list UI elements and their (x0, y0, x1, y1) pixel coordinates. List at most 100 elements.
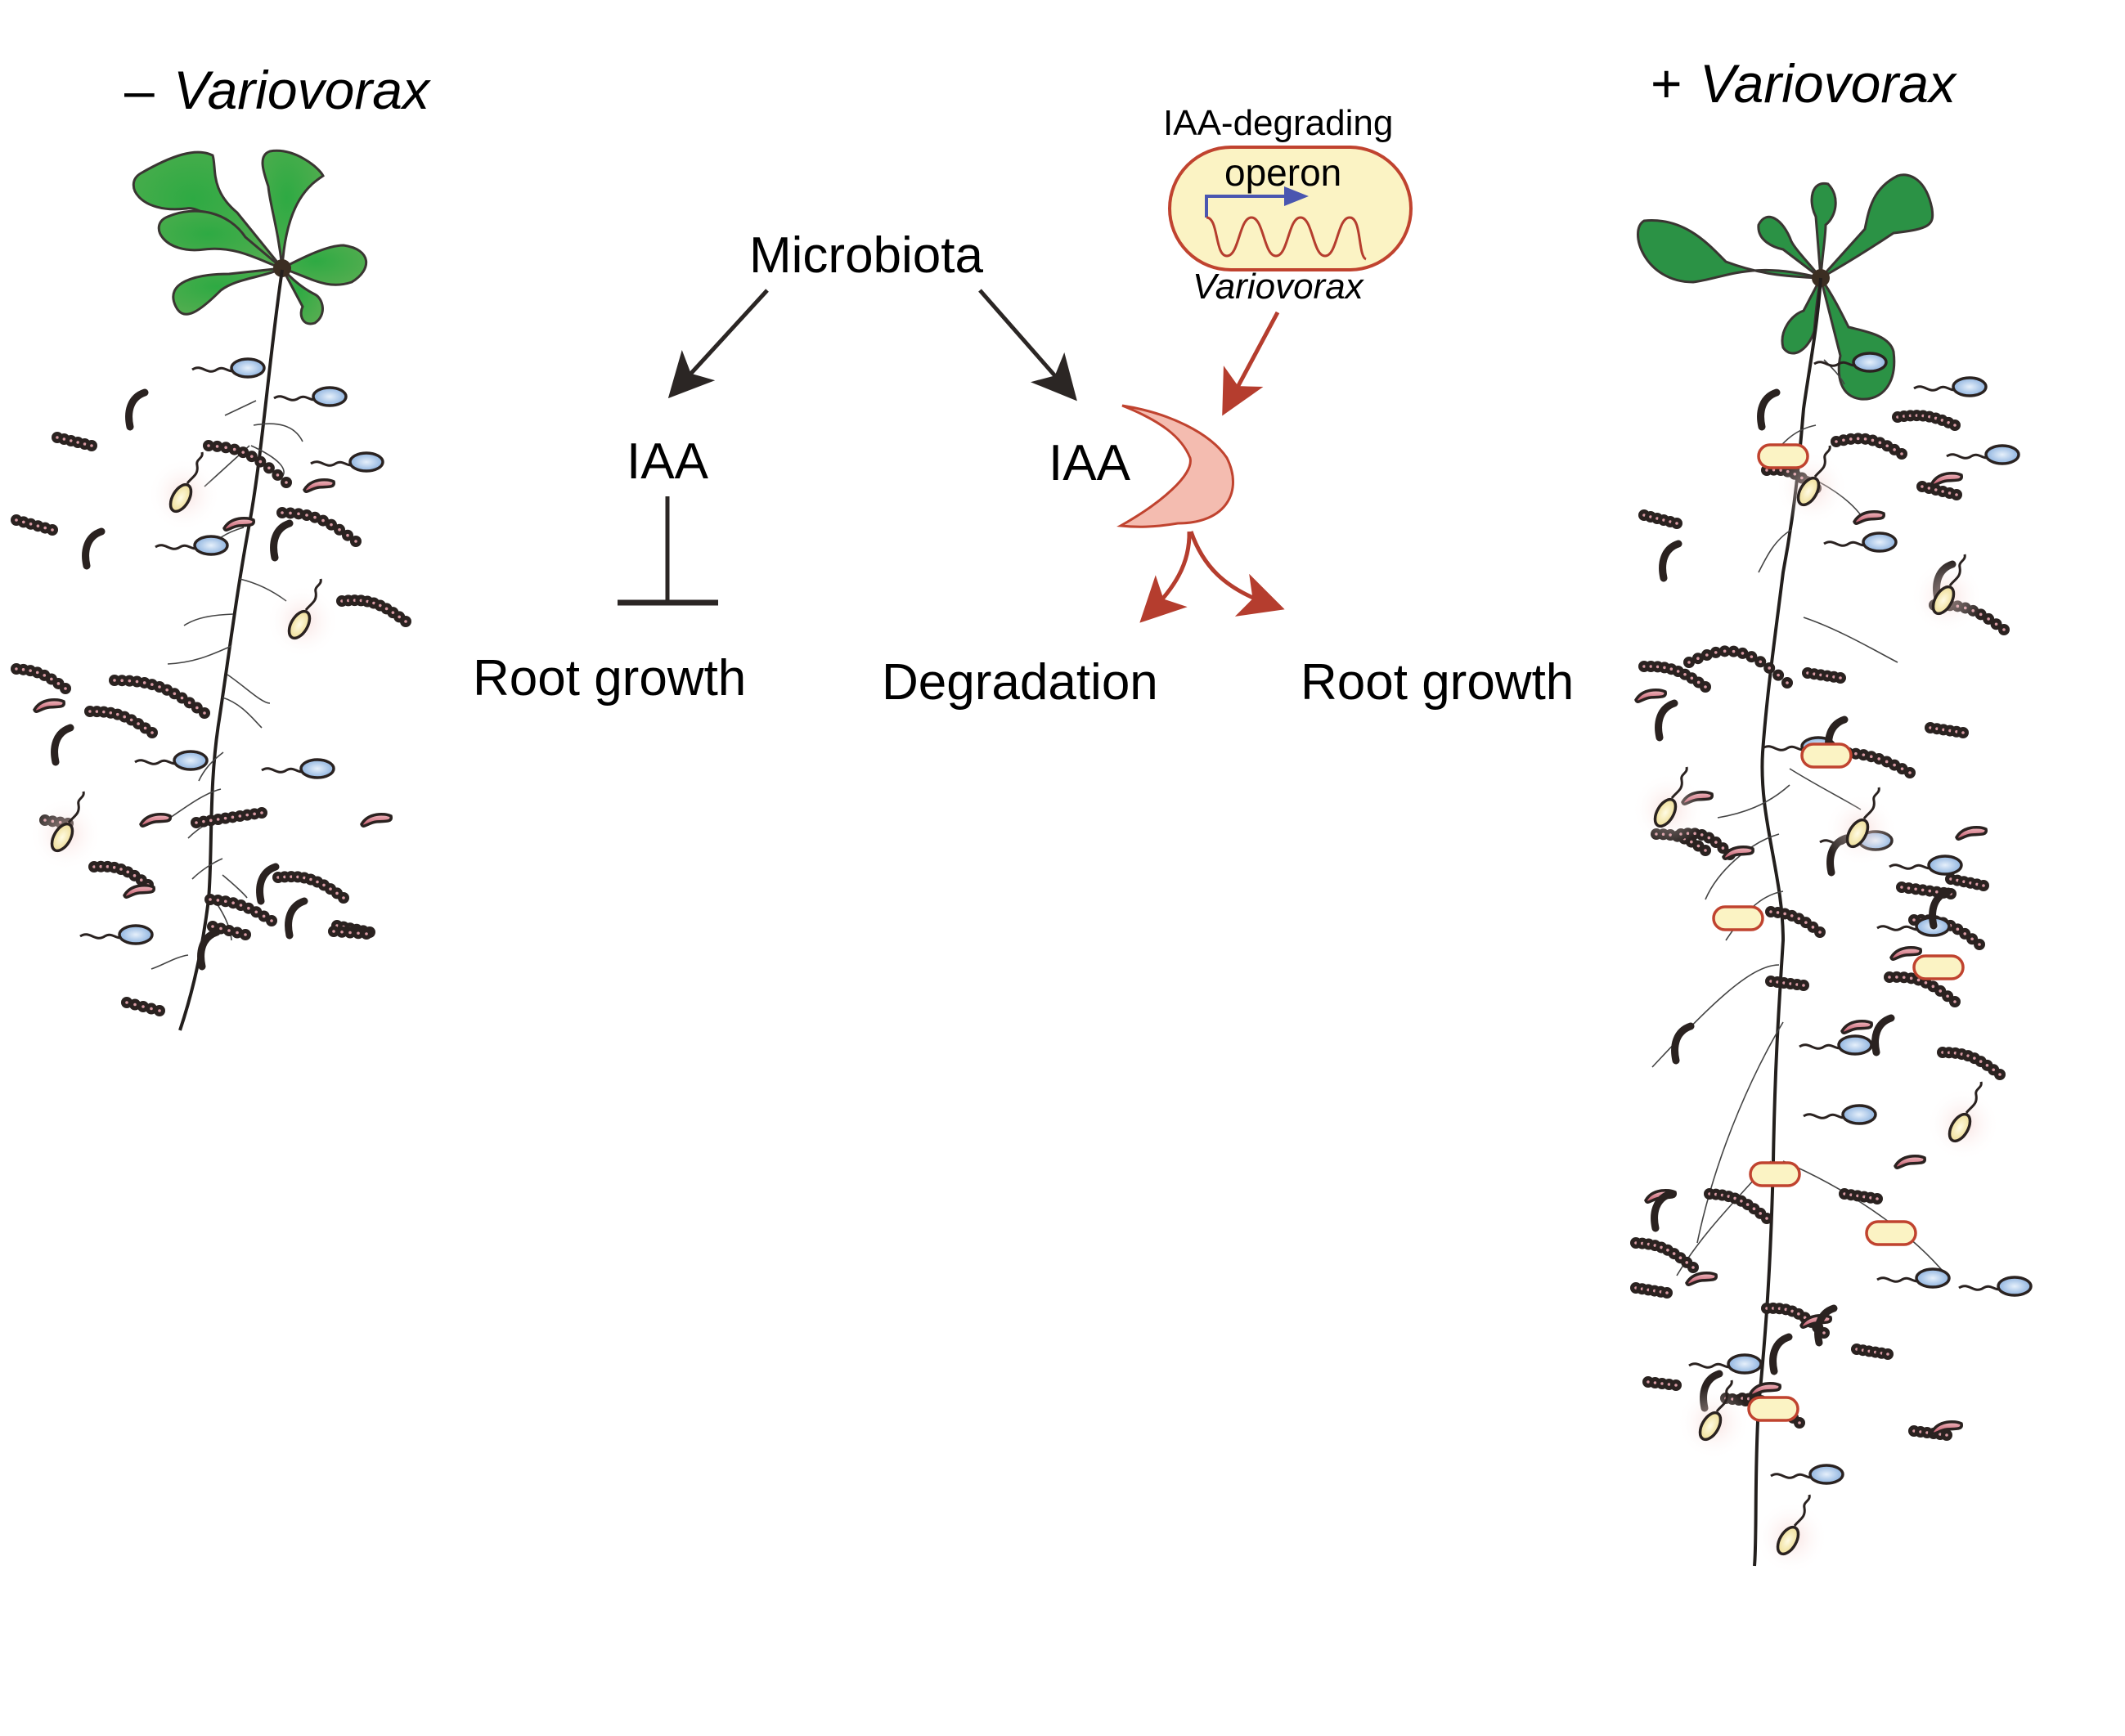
rod-bacterium-icon (123, 883, 155, 899)
chain-bacterium-icon (1630, 1282, 1673, 1299)
yellow-flagellate-icon (1910, 554, 1983, 634)
pathway-diagram: Microbiota IAA Root growth IAA Degradati… (473, 103, 1574, 711)
flagellated-bacterium-icon (1946, 444, 2020, 465)
variovorax-cell-icon (1912, 954, 1965, 980)
variovorax-cell-icon (1865, 1220, 1917, 1246)
chain-bacterium-icon (109, 675, 210, 719)
variovorax-cell-icon (1800, 742, 1853, 769)
chain-bacterium-icon (1765, 976, 1809, 991)
variovorax-species-label: Variovorax (1193, 267, 1365, 307)
chain-bacterium-icon (121, 997, 165, 1016)
flagellated-bacterium-icon (1823, 532, 1898, 553)
yellow-flagellate-icon (1824, 787, 1898, 867)
operon-gene-wave (1206, 216, 1368, 261)
vibrio-bacterium-icon (82, 527, 106, 570)
root-growth-inhibited-label: Root growth (473, 650, 746, 707)
flagellated-bacterium-icon (1958, 1276, 2033, 1297)
rod-bacterium-icon (1889, 945, 1922, 961)
iaa-right-label: IAA (1049, 435, 1131, 491)
rod-bacterium-icon (1894, 1154, 1926, 1169)
arrow-microbiota-to-iaa-left (667, 289, 769, 399)
yellow-flagellate-icon (1632, 766, 1705, 846)
degradation-label: Degradation (882, 654, 1158, 711)
rod-bacterium-icon (1685, 1271, 1718, 1286)
chain-bacterium-icon (1638, 661, 1711, 693)
flagellated-bacterium-icon (1770, 1464, 1844, 1485)
vibrio-bacterium-icon (1659, 540, 1682, 582)
yellow-flagellate-icon (1754, 1494, 1828, 1574)
rod-bacterium-icon (1749, 1381, 1781, 1397)
chain-bacterium-icon (1802, 667, 1846, 684)
chain-bacterium-icon (1839, 1188, 1883, 1204)
inhibition-bar-icon (618, 496, 718, 606)
vibrio-bacterium-icon (197, 928, 221, 971)
vibrio-bacterium-icon (1651, 1190, 1674, 1232)
chain-bacterium-icon (1630, 1237, 1699, 1273)
right-panel-title: + Variovorax (1651, 53, 1957, 114)
flagellated-bacterium-icon (1813, 352, 1888, 373)
vibrio-bacterium-icon (51, 724, 74, 766)
left-seedling (132, 149, 367, 1031)
right-rosette-icon (1637, 173, 1934, 401)
variovorax-cell-icon (1757, 443, 1809, 469)
rod-bacterium-icon (139, 812, 172, 828)
vibrio-bacterium-icon (256, 863, 280, 905)
rod-bacterium-icon (1840, 1019, 1873, 1034)
rod-bacterium-icon (303, 478, 335, 493)
flagellated-bacterium-icon (191, 357, 266, 379)
flagellated-bacterium-icon (79, 924, 154, 945)
chain-bacterium-icon (1765, 906, 1826, 938)
left-microbiota (11, 357, 411, 1016)
flagellated-bacterium-icon (1688, 1353, 1763, 1375)
vibrio-bacterium-icon (1655, 699, 1678, 742)
yellow-flagellate-icon (29, 791, 102, 871)
vibrio-bacterium-icon (1929, 887, 1952, 930)
chain-bacterium-icon (191, 807, 267, 828)
yellow-flagellate-icon (1775, 445, 1849, 525)
vibrio-bacterium-icon (270, 519, 294, 562)
promoter-arrow-icon (1205, 186, 1309, 218)
flagellated-bacterium-icon (1799, 1034, 1873, 1056)
iaa-degrading-enzyme-icon (1116, 404, 1234, 528)
flagellated-bacterium-icon (134, 750, 209, 771)
variovorax-cell-icon (1749, 1161, 1801, 1187)
chain-bacterium-icon (52, 432, 97, 451)
arrow-to-degradation (1139, 531, 1192, 623)
chain-bacterium-icon (1925, 722, 1969, 738)
variovorax-cell-icon (1747, 1396, 1799, 1422)
vibrio-bacterium-icon (1769, 1333, 1793, 1375)
variovorax-cell-icon (1712, 905, 1764, 931)
right-panel-sign: + (1651, 53, 1682, 114)
variovorax-cell-icon: operon (1168, 146, 1413, 271)
flagellated-bacterium-icon (1889, 855, 1963, 876)
flagellated-bacterium-icon (1803, 1104, 1877, 1125)
rod-bacterium-icon (1853, 509, 1885, 525)
vibrio-bacterium-icon (1871, 1014, 1895, 1056)
chain-bacterium-icon (1884, 971, 1961, 1007)
yellow-flagellate-icon (147, 451, 221, 532)
rod-bacterium-icon (360, 812, 393, 828)
yellow-flagellate-icon (1677, 1379, 1750, 1460)
chain-bacterium-icon (84, 706, 158, 738)
rod-bacterium-icon (1634, 688, 1667, 703)
chain-bacterium-icon (336, 594, 411, 627)
chain-bacterium-icon (1683, 645, 1793, 689)
right-microbiota (1630, 352, 2033, 1574)
chain-bacterium-icon (1896, 881, 1957, 899)
right-panel-organism: Variovorax (1700, 53, 1957, 114)
chain-bacterium-icon (204, 894, 277, 926)
vibrio-bacterium-icon (1814, 1304, 1838, 1347)
yellow-flagellate-icon (1926, 1081, 2000, 1161)
vibrio-bacterium-icon (1757, 388, 1781, 431)
iaa-degrading-label: IAA-degrading (1163, 103, 1393, 143)
chain-bacterium-icon (1638, 509, 1682, 529)
rod-bacterium-icon (1955, 825, 1988, 841)
chain-bacterium-icon (203, 440, 292, 488)
left-rosette-center (273, 259, 291, 277)
chain-bacterium-icon (1892, 410, 1961, 431)
left-panel-sign: – (124, 60, 155, 120)
right-seedling (1637, 173, 1948, 1567)
vibrio-bacterium-icon (125, 388, 149, 431)
vibrio-bacterium-icon (285, 897, 308, 940)
